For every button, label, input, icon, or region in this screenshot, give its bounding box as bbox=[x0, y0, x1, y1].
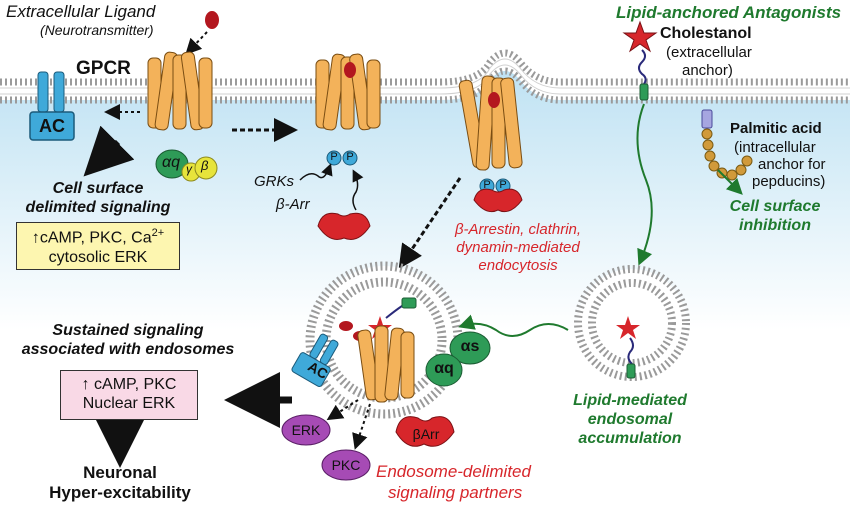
sustained-signaling-label-1: Sustained signaling bbox=[52, 322, 204, 339]
erk-icon bbox=[281, 414, 331, 446]
p3-label: P bbox=[483, 179, 491, 191]
cell-surface-inhibition-label-2: inhibition bbox=[739, 217, 811, 234]
beta-label: β bbox=[201, 158, 209, 173]
endosomal-signaling-box: ↑ cAMP, PKC Nuclear ERK bbox=[60, 370, 198, 420]
delimited-signaling-label: delimited signaling bbox=[25, 199, 171, 216]
g-alpha-s-icon bbox=[449, 331, 491, 365]
endosome-partners-label-2: signaling partners bbox=[388, 483, 523, 502]
ca-superscript: 2+ bbox=[151, 227, 165, 239]
extracellular-anchor-label-2: anchor) bbox=[682, 62, 733, 79]
erk-label: ERK bbox=[291, 422, 321, 438]
barr-recruit-arrow bbox=[352, 169, 364, 211]
beta-arrestin-icon-3 bbox=[395, 416, 455, 447]
endocytosis-label-2: dynamin-mediated bbox=[456, 239, 580, 256]
ac-label: AC bbox=[39, 116, 65, 136]
beta-arrestin-icon-1 bbox=[317, 212, 371, 240]
gpcr-receptor-2 bbox=[315, 53, 381, 131]
lipid-accumulation-arrow bbox=[636, 103, 653, 266]
pkc-icon bbox=[321, 449, 371, 481]
endosome-anchor bbox=[401, 297, 417, 309]
p4-label: P bbox=[499, 179, 507, 191]
lipid-mediated-label-3: accumulation bbox=[578, 430, 682, 447]
to-cell-surface-signaling-arrow bbox=[83, 125, 135, 177]
endo-box-line2: Nuclear ERK bbox=[82, 395, 176, 413]
endocytosis-label-3: endocytosis bbox=[478, 257, 558, 274]
barr-label: βArr bbox=[412, 426, 440, 442]
inhibition-arrow bbox=[717, 169, 743, 195]
to-pkc-arrow bbox=[352, 403, 371, 450]
alpha-q2-label: αq bbox=[434, 360, 454, 377]
pkc-label: PKC bbox=[331, 457, 361, 473]
surface-signaling-box: ↑cAMP, PKC, Ca2+ cytosolic ERK bbox=[16, 222, 180, 270]
adenylyl-cyclase-endosomal bbox=[291, 333, 339, 387]
cell-surface-inhibition-label-1: Cell surface bbox=[729, 198, 821, 215]
phospho-p1 bbox=[326, 150, 342, 166]
lipid-antagonists-title: Lipid-anchored Antagonists bbox=[616, 3, 842, 22]
beta-arrestin-icon-2 bbox=[473, 188, 523, 213]
gpcr-receptor-1 bbox=[147, 51, 213, 131]
lipid-endosome-anchor bbox=[626, 363, 636, 379]
gamma-label: γ bbox=[186, 162, 192, 176]
phospho-p2 bbox=[342, 150, 358, 166]
intracellular-anchor-label-1: (intracellular bbox=[734, 139, 816, 156]
cell-surface-label: Cell surface bbox=[52, 180, 144, 197]
neuronal-label-2: Hyper-excitability bbox=[49, 483, 191, 502]
g-beta-icon bbox=[194, 156, 218, 180]
extracellular-ligand-label: Extracellular Ligand bbox=[6, 2, 156, 21]
g-alpha-q2-icon bbox=[425, 353, 463, 387]
intracellular-anchor-label-3: pepducins) bbox=[752, 173, 826, 190]
grks-arrow bbox=[299, 163, 333, 181]
camp-text: ↑cAMP, PKC, Ca bbox=[31, 229, 152, 247]
ligand-arrow bbox=[185, 31, 208, 55]
gpcr-label: GPCR bbox=[76, 58, 131, 79]
endosome-partners-label-1: Endosome-delimited bbox=[376, 462, 531, 481]
palmitic-acid-label: Palmitic acid bbox=[730, 120, 822, 137]
grks-label: GRKs bbox=[254, 173, 295, 190]
extracellular-anchor-label-1: (extracellular bbox=[666, 44, 752, 61]
endo-box-line1: ↑ cAMP, PKC bbox=[81, 376, 177, 393]
surface-signaling-line2: cytosolic ERK bbox=[48, 248, 148, 266]
ligand-icon bbox=[205, 11, 219, 29]
alpha-s-label: αs bbox=[460, 338, 480, 355]
cholestanol-anchor bbox=[639, 83, 649, 101]
lipid-endosome bbox=[574, 265, 690, 381]
surface-signaling-line1: ↑cAMP, PKC, Ca2+ bbox=[17, 227, 179, 248]
p2-label: P bbox=[346, 151, 354, 163]
palmitic-anchor bbox=[701, 109, 713, 129]
beta-arr-label: β-Arr bbox=[276, 196, 310, 213]
lipid-endosome-star-icon bbox=[616, 316, 640, 339]
sustained-signaling-label-2: associated with endosomes bbox=[21, 341, 235, 358]
lipid-mediated-label-1: Lipid-mediated bbox=[573, 392, 687, 409]
adenylyl-cyclase-surface bbox=[29, 71, 75, 141]
gpcr-receptor-3 bbox=[458, 75, 523, 171]
cholestanol-linker bbox=[638, 49, 647, 85]
lipid-to-endosome-arrow bbox=[458, 314, 569, 337]
endocytosis-arrow bbox=[398, 177, 462, 269]
endosome-ligand-1 bbox=[339, 321, 353, 331]
lipid-mediated-label-2: endosomal bbox=[587, 411, 673, 428]
intracellular-anchor-label-2: anchor for bbox=[758, 156, 826, 173]
neuronal-label-1: Neuronal bbox=[83, 463, 157, 482]
neurotransmitter-label: (Neurotransmitter) bbox=[40, 22, 154, 38]
alpha-q-label: αq bbox=[162, 154, 181, 171]
p1-label: P bbox=[330, 151, 338, 163]
gpcr-receptor-endosomal bbox=[357, 325, 415, 403]
cholestanol-label: Cholestanol bbox=[660, 25, 752, 42]
endocytosis-label-1: β-Arrestin, clathrin, bbox=[454, 221, 582, 238]
cholestanol-star-icon bbox=[622, 20, 658, 53]
